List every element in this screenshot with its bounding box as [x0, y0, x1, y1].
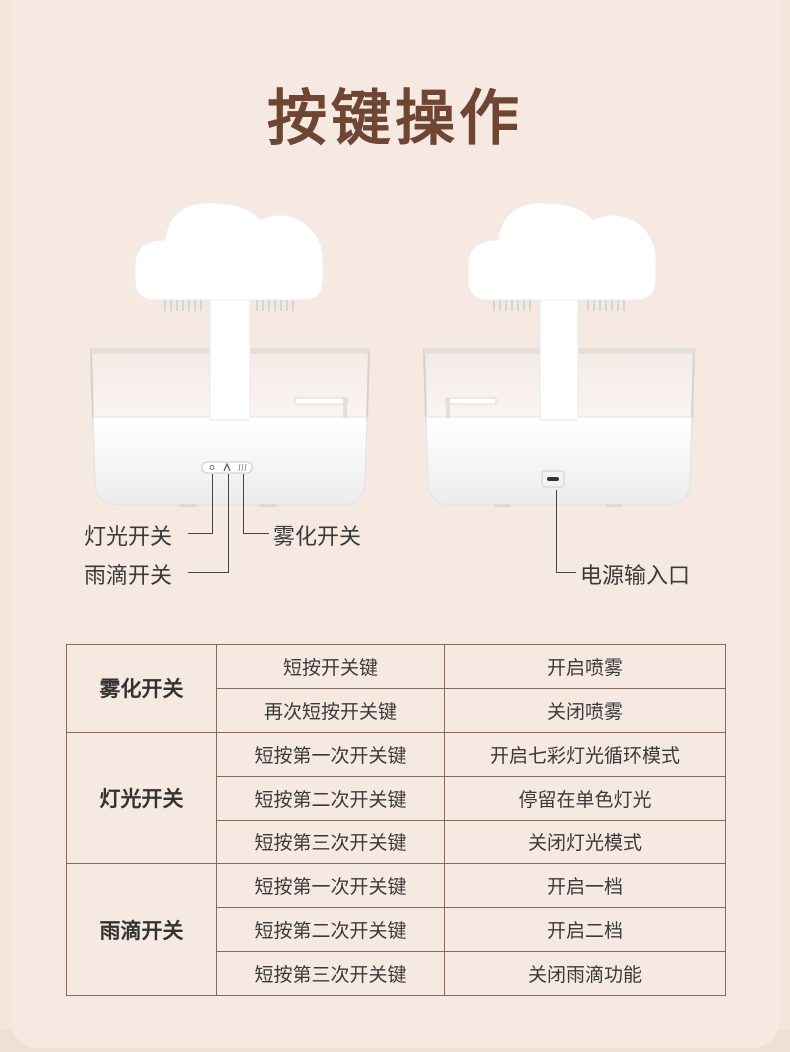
leader-rain-h [188, 572, 228, 573]
action-cell: 短按第三次开关键 [216, 819, 445, 865]
leader-light-h [188, 533, 212, 534]
result-cell: 关闭雨滴功能 [444, 951, 726, 996]
action-cell: 短按第三次开关键 [216, 951, 445, 996]
table-row: 短按第三次开关键 关闭灯光模式 [67, 819, 726, 865]
humidifier-back-view [422, 202, 696, 507]
operations-table: 雾化开关 短按开关键 开启喷雾 再次短按开关键 关闭喷雾 灯光开关 短按第一次开… [66, 644, 726, 996]
table-row: 雾化开关 短按开关键 开启喷雾 [66, 644, 726, 733]
leader-power-v [556, 490, 557, 572]
leader-mist-v [243, 474, 244, 534]
result-cell: 开启一档 [444, 863, 726, 909]
label-mist-switch: 雾化开关 [273, 525, 362, 550]
table-row: 短按第三次开关键 关闭雨滴功能 [67, 951, 726, 996]
table-row: 雨滴开关 短按第一次开关键 开启一档 [66, 863, 726, 996]
leader-power-h [556, 572, 576, 573]
group-cell: 雾化开关 [66, 644, 217, 733]
table-row: 再次短按开关键 关闭喷雾 [67, 687, 726, 733]
leader-rain-v [228, 474, 229, 573]
group-cell: 雨滴开关 [66, 863, 217, 996]
humidifier-front-view [89, 202, 371, 507]
result-cell: 开启七彩灯光循环模式 [444, 731, 726, 777]
label-rain-switch: 雨滴开关 [84, 564, 173, 589]
action-cell: 短按第二次开关键 [216, 775, 445, 821]
result-cell: 开启喷雾 [444, 644, 726, 689]
result-cell: 关闭灯光模式 [444, 819, 726, 865]
leader-mist-h [243, 533, 269, 534]
action-cell: 再次短按开关键 [216, 687, 445, 733]
result-cell: 开启二档 [444, 907, 726, 953]
table-row: 短按第二次开关键 停留在单色灯光 [67, 775, 726, 821]
group-cell: 灯光开关 [66, 731, 217, 865]
action-cell: 短按第一次开关键 [216, 863, 445, 909]
action-cell: 短按开关键 [216, 644, 445, 689]
action-cell: 短按第一次开关键 [216, 731, 445, 777]
page-title: 按键操作 [267, 84, 523, 154]
table-row: 灯光开关 短按第一次开关键 开启七彩灯光循环模式 [66, 731, 726, 865]
action-cell: 短按第二次开关键 [216, 907, 445, 953]
label-power-input: 电源输入口 [580, 564, 691, 589]
label-light-switch: 灯光开关 [84, 525, 173, 550]
leader-light-v [212, 474, 213, 534]
result-cell: 停留在单色灯光 [444, 775, 726, 821]
result-cell: 关闭喷雾 [444, 687, 726, 733]
